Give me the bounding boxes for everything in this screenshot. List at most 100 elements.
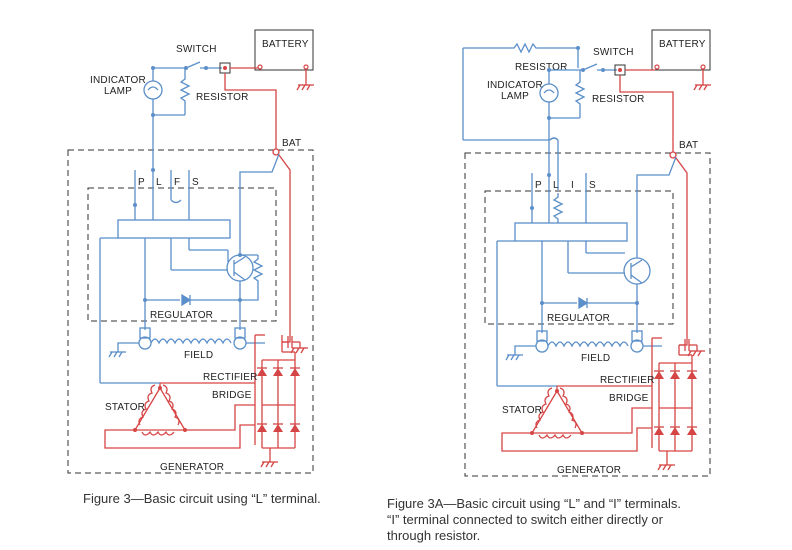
node-lamp-bottom bbox=[151, 113, 155, 117]
switch-terminal bbox=[223, 66, 227, 70]
figure-3a-caption-line-2: “I” terminal connected to switch either … bbox=[387, 512, 663, 527]
lamp-wiring bbox=[548, 69, 583, 190]
stator-node-top bbox=[555, 389, 559, 393]
indicator-lamp bbox=[539, 83, 559, 103]
bat-terminal bbox=[669, 151, 677, 159]
terminal-p: P bbox=[138, 177, 145, 188]
indicator-label-1: INDICATOR bbox=[90, 75, 146, 86]
indicator-label-2: LAMP bbox=[501, 91, 529, 102]
battery-neg-terminal bbox=[303, 64, 309, 70]
node-reg-a bbox=[540, 301, 544, 305]
switch-contact-b bbox=[204, 66, 208, 70]
resistor-top-label: RESISTOR bbox=[515, 62, 568, 73]
battery-pos-terminal bbox=[257, 64, 263, 70]
terminal-s: S bbox=[192, 177, 199, 188]
regulator-outline bbox=[87, 187, 277, 322]
stator-node-right bbox=[580, 431, 584, 435]
node-l bbox=[151, 168, 155, 172]
terminal-l: L bbox=[553, 180, 559, 191]
terminal-strip: P L I S bbox=[535, 180, 596, 191]
switch-label: SWITCH bbox=[593, 47, 634, 58]
terminal-p: P bbox=[535, 180, 542, 191]
node-reg-a bbox=[143, 298, 147, 302]
stator-node-left bbox=[133, 428, 137, 432]
rectifier-bridge bbox=[651, 337, 706, 471]
terminal-strip: P L F S bbox=[138, 177, 199, 188]
generator-outline bbox=[67, 149, 314, 474]
node-lamp-top bbox=[151, 66, 155, 70]
figure-3a: BATTERY RESISTOR SWITCH INDICA bbox=[462, 29, 712, 477]
battery-neg-terminal bbox=[700, 64, 706, 70]
terminal-s: S bbox=[589, 180, 596, 191]
switch-terminal bbox=[618, 68, 622, 72]
figure-3a-caption-line-3: through resistor. bbox=[387, 528, 481, 543]
bridge-label: BRIDGE bbox=[609, 393, 649, 404]
stator-node-top bbox=[158, 386, 162, 390]
bat-wiring bbox=[619, 75, 688, 346]
stator-node-left bbox=[530, 431, 534, 435]
rectifier-label: RECTIFIER bbox=[203, 372, 258, 383]
resistor bbox=[180, 74, 190, 106]
lamp-filament bbox=[543, 89, 555, 94]
node-lamp-bottom bbox=[547, 116, 551, 120]
generator-label: GENERATOR bbox=[160, 462, 224, 473]
bat-terminal bbox=[272, 148, 280, 156]
resistor-label: RESISTOR bbox=[592, 94, 645, 105]
battery-label: BATTERY bbox=[262, 39, 309, 50]
generator-outline bbox=[464, 152, 711, 477]
field-label: FIELD bbox=[581, 353, 610, 364]
node-reg-b bbox=[238, 253, 242, 257]
indicator-label-1: INDICATOR bbox=[487, 80, 543, 91]
switch-contact-b bbox=[601, 68, 605, 72]
lamp-wiring bbox=[152, 67, 186, 170]
figure-3: BATTERY SWITCH INDICATOR LAMP RESISTOR bbox=[67, 29, 315, 474]
rectifier-bridge bbox=[254, 334, 309, 468]
terminal-f: F bbox=[174, 177, 180, 188]
figure-3a-caption-line-1: Figure 3A—Basic circuit using “L” and “I… bbox=[387, 496, 682, 511]
bat-label: BAT bbox=[679, 140, 698, 151]
battery-pos-terminal bbox=[654, 64, 660, 70]
bridge-label: BRIDGE bbox=[212, 390, 252, 401]
terminal-i: I bbox=[571, 180, 574, 191]
generator-label: GENERATOR bbox=[557, 465, 621, 476]
regulator-wiring bbox=[99, 153, 280, 383]
bat-wiring bbox=[224, 73, 291, 343]
stator-label: STATOR bbox=[105, 402, 145, 413]
stator bbox=[501, 385, 652, 452]
switch bbox=[582, 63, 617, 71]
terminal-l: L bbox=[156, 177, 162, 188]
field-coil bbox=[108, 327, 265, 358]
battery-ground bbox=[693, 69, 712, 91]
field-coil bbox=[505, 330, 662, 361]
regulator-outline bbox=[484, 190, 674, 325]
rectifier-label: RECTIFIER bbox=[600, 375, 655, 386]
top-resistor-loop bbox=[462, 43, 579, 141]
bat-label: BAT bbox=[282, 138, 301, 149]
indicator-label-2: LAMP bbox=[104, 86, 132, 97]
field-label: FIELD bbox=[184, 350, 213, 361]
figure-3-caption: Figure 3—Basic circuit using “L” termina… bbox=[83, 491, 321, 506]
battery-box bbox=[651, 29, 711, 71]
switch bbox=[185, 61, 222, 69]
figure-3a-caption: Figure 3A—Basic circuit using “L” and “I… bbox=[387, 496, 681, 544]
node-p bbox=[133, 203, 137, 207]
switch-label: SWITCH bbox=[176, 44, 217, 55]
regulator-label: REGULATOR bbox=[547, 313, 610, 324]
resistor bbox=[575, 77, 585, 109]
resistor-label: RESISTOR bbox=[196, 92, 249, 103]
regulator-wiring bbox=[496, 156, 677, 386]
node-l bbox=[547, 173, 551, 177]
lamp-filament bbox=[147, 86, 159, 91]
stator-label: STATOR bbox=[502, 405, 542, 416]
node-lamp-top bbox=[547, 68, 551, 72]
stator-node-right bbox=[183, 428, 187, 432]
node-reg-c bbox=[635, 301, 639, 305]
node-p bbox=[530, 206, 534, 210]
indicator-lamp bbox=[143, 80, 163, 100]
node-reg-c bbox=[238, 298, 242, 302]
node-top-right bbox=[576, 46, 580, 50]
battery-label: BATTERY bbox=[659, 39, 706, 50]
battery-ground bbox=[296, 69, 315, 91]
battery-box bbox=[254, 29, 314, 71]
